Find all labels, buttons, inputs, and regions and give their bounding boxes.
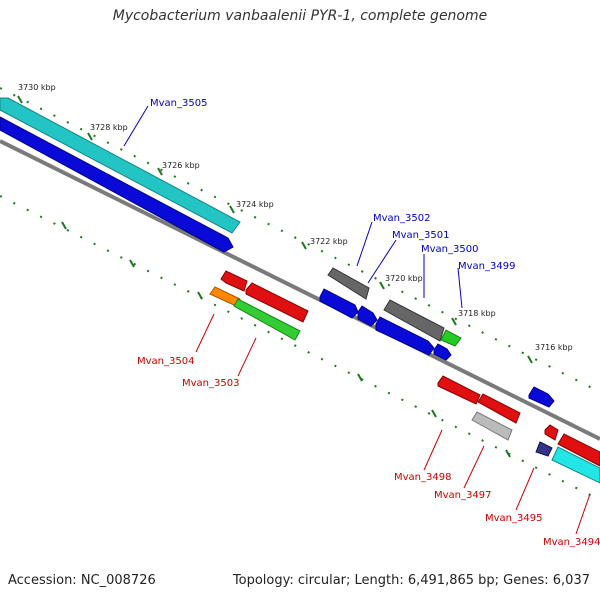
gene-bar-mvan-3502[interactable]	[327, 267, 370, 300]
genome-backbone	[0, 139, 600, 441]
gene-bar-mvan-3504[interactable]	[209, 286, 241, 307]
tick-label-3728: 3728 kbp	[90, 123, 128, 132]
gene-label-mvan-3497[interactable]: Mvan_3497	[434, 490, 491, 501]
gene-label-mvan-3503[interactable]: Mvan_3503	[182, 378, 239, 389]
cds-bar-mvan-3500[interactable]	[375, 316, 435, 356]
cds-bar-mvan-3498[interactable]	[437, 375, 481, 405]
callouts-reverse	[195, 313, 591, 535]
gene-bar-mvan-3500[interactable]	[383, 299, 445, 342]
cds-bar-mvan-3504[interactable]	[220, 270, 248, 292]
tick-label-3724: 3724 kbp	[236, 200, 274, 209]
cds-bar-mvan-3494[interactable]	[551, 446, 600, 484]
genome-summary-text: Topology: circular; Length: 6,491,865 bp…	[232, 573, 590, 588]
cds-bar-right[interactable]	[528, 386, 555, 408]
cds-bar-mvan-3503[interactable]	[245, 282, 309, 323]
tick-label-3722: 3722 kbp	[310, 237, 348, 246]
gene-bar-mvan-3495[interactable]	[535, 441, 553, 457]
gene-label-mvan-3505[interactable]: Mvan_3505	[150, 98, 207, 109]
tick-label-3726: 3726 kbp	[162, 161, 200, 170]
gene-bar-mvan-3505[interactable]	[0, 97, 241, 234]
dotted-track-lower	[0, 195, 600, 501]
tick-marks-upper	[17, 95, 533, 364]
gene-label-mvan-3495[interactable]: Mvan_3495	[485, 513, 542, 524]
gene-label-mvan-3504[interactable]: Mvan_3504	[137, 356, 194, 367]
gene-label-mvan-3500[interactable]: Mvan_3500	[421, 244, 478, 255]
gene-label-mvan-3498[interactable]: Mvan_3498	[394, 472, 451, 483]
tick-label-3730: 3730 kbp	[18, 83, 56, 92]
callouts-forward	[123, 105, 463, 309]
gene-label-mvan-3501[interactable]: Mvan_3501	[392, 230, 449, 241]
cds-bar-mvan-3502[interactable]	[319, 288, 359, 319]
accession-text: Accession: NC_008726	[8, 573, 156, 588]
tick-label-3718: 3718 kbp	[458, 309, 496, 318]
cds-bar-mvan-3498b[interactable]	[477, 393, 521, 424]
gene-bar-mvan-3503[interactable]	[233, 298, 301, 341]
cds-bar-mvan-3505[interactable]	[0, 116, 234, 253]
gene-label-mvan-3494[interactable]: Mvan_3494	[543, 537, 600, 548]
gene-bar-mvan-3497[interactable]	[471, 411, 513, 441]
cds-bar-mvan-3495[interactable]	[544, 424, 559, 441]
tick-marks-lower	[61, 221, 511, 458]
gene-label-mvan-3502[interactable]: Mvan_3502	[373, 213, 430, 224]
page-title: Mycobacterium vanbaalenii PYR-1, complet…	[112, 8, 488, 24]
dotted-track-upper	[0, 87, 600, 393]
gene-label-mvan-3499[interactable]: Mvan_3499	[458, 261, 515, 272]
cds-bar-mvan-3501[interactable]	[357, 305, 378, 327]
genome-map: 3730 kbp 3728 kbp 3726 kbp 3724 kbp 3722…	[0, 83, 600, 548]
cds-bar-mvan-3494[interactable]	[557, 433, 600, 467]
tick-label-3720: 3720 kbp	[385, 274, 423, 283]
gene-bar-mvan-3499[interactable]	[440, 329, 462, 347]
tick-label-3716: 3716 kbp	[535, 343, 573, 352]
cds-bar-mvan-3499[interactable]	[433, 343, 452, 361]
